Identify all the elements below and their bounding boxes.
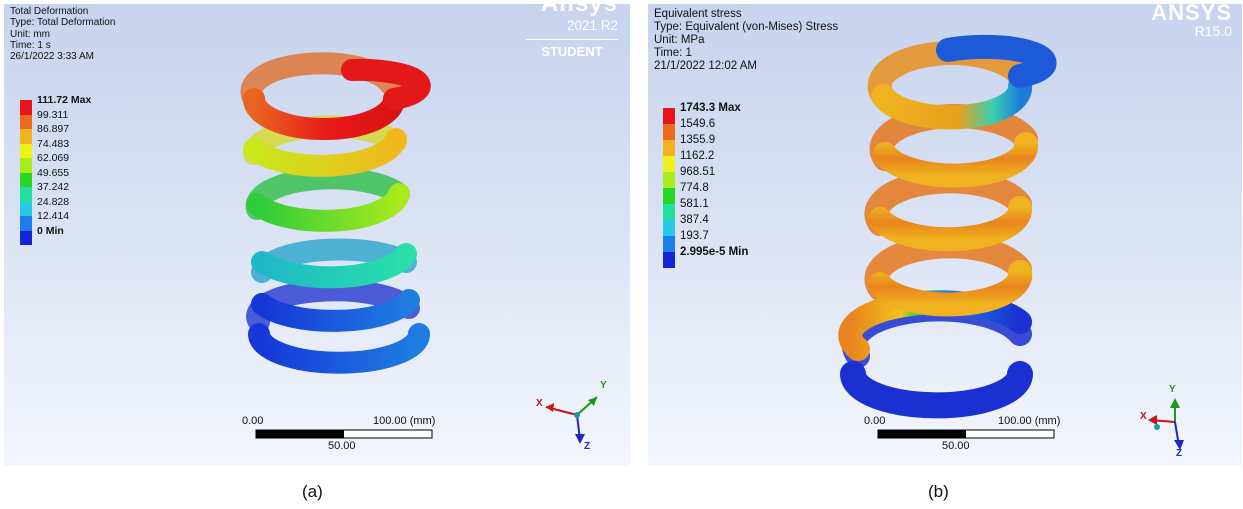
brand-edition: STUDENT — [526, 39, 618, 59]
legend-swatch — [20, 230, 32, 245]
legend-label: 1162.2 — [680, 150, 715, 162]
legend-label: 37.242 — [37, 181, 70, 193]
legend-label: 74.483 — [37, 137, 70, 150]
legend-label: 1743.3 Max — [680, 102, 741, 114]
legend-label: 86.897 — [37, 123, 70, 135]
legend-label: 99.311 — [37, 108, 69, 121]
scale-bar-graphic — [255, 429, 433, 439]
axis-x-label: X — [536, 398, 543, 409]
legend-swatch — [663, 156, 675, 172]
axis-z-label: Z — [1176, 448, 1183, 459]
legend-swatch — [663, 108, 675, 124]
result-unit: Unit: mm — [10, 28, 50, 40]
legend-label: 12.414 — [37, 210, 70, 222]
legend-swatch — [20, 143, 32, 158]
viewport-total-deformation[interactable]: Total Deformation Type: Total Deformatio… — [4, 4, 630, 466]
legend-label: 774.8 — [680, 182, 709, 194]
caption-a: (a) — [302, 482, 323, 501]
spring-deformation-model — [240, 52, 598, 444]
legend-label: 111.72 Max — [37, 94, 92, 106]
result-date: 21/1/2022 12:02 AM — [654, 60, 757, 72]
result-unit: Unit: MPa — [654, 34, 705, 46]
scale-label-right: 100.00 (mm) — [998, 415, 1061, 427]
legend-swatch — [663, 220, 675, 236]
brand-logo: Ansys 2021 R2 STUDENT — [526, 4, 618, 59]
result-type: Type: Total Deformation — [10, 17, 116, 29]
axis-y-label: Y — [600, 380, 607, 391]
legend-swatch — [20, 114, 32, 129]
result-title: Equivalent stress — [654, 8, 742, 20]
legend-swatch — [20, 172, 32, 187]
legend-label: 1355.9 — [680, 134, 716, 146]
brand-name: Ansys — [526, 4, 618, 18]
legend-swatch — [663, 188, 675, 204]
scale-label-left: 0.00 — [242, 415, 264, 427]
legend-swatch — [663, 140, 675, 156]
spring-stress-model — [838, 34, 1184, 450]
axis-z-label: Z — [584, 441, 591, 452]
axis-y-label: Y — [1169, 384, 1176, 395]
brand-name: ANSYS — [1151, 4, 1232, 25]
legend-label: 49.655 — [37, 166, 70, 179]
axis-triad — [1148, 398, 1184, 450]
result-date: 26/1/2022 3:33 AM — [10, 51, 94, 63]
result-time: Time: 1 — [654, 47, 692, 59]
legend-swatch — [663, 124, 675, 140]
axis-triad — [545, 396, 598, 444]
legend-swatch — [663, 204, 675, 220]
brand-version: R15.0 — [1194, 23, 1232, 39]
caption-b: (b) — [928, 482, 949, 501]
result-header: Equivalent stress Type: Equivalent (von-… — [654, 8, 838, 73]
legend-swatch — [20, 201, 32, 216]
result-title: Total Deformation — [10, 6, 89, 17]
result-header: Total Deformation Type: Total Deformatio… — [10, 6, 115, 62]
legend-label: 581.1 — [680, 198, 709, 210]
legend-swatch — [663, 236, 675, 252]
legend-swatch — [663, 172, 675, 188]
scale-bar-graphic — [877, 429, 1055, 439]
legend-label: 387.4 — [680, 214, 709, 226]
legend-label: 193.7 — [680, 230, 709, 242]
legend-swatch — [20, 216, 32, 231]
legend-label: 2.995e-5 Min — [680, 246, 749, 258]
brand-version: 2021 R2 — [566, 18, 618, 33]
scale-label-right: 100.00 (mm) — [373, 415, 436, 427]
legend-label: 968.51 — [680, 166, 716, 178]
legend-label: 0 Min — [37, 224, 64, 237]
scale-label-mid: 50.00 — [942, 440, 970, 452]
legend-swatch — [20, 100, 32, 115]
result-type: Type: Equivalent (von-Mises) Stress — [654, 21, 839, 33]
scale-label-mid: 50.00 — [328, 440, 356, 452]
result-time: Time: 1 s — [10, 39, 51, 51]
legend-label: 62.069 — [37, 152, 70, 164]
legend-label: 1549.6 — [680, 118, 716, 130]
legend-swatch — [20, 187, 32, 202]
viewport-equivalent-stress[interactable]: Equivalent stress Type: Equivalent (von-… — [648, 4, 1242, 466]
legend-swatch — [663, 252, 675, 268]
brand-logo: ANSYS R15.0 — [1151, 4, 1232, 38]
legend-label: 24.828 — [37, 195, 70, 208]
legend-swatch — [20, 158, 32, 173]
legend-swatch — [20, 129, 32, 144]
axis-x-label: X — [1140, 411, 1147, 422]
scale-label-left: 0.00 — [864, 415, 886, 427]
